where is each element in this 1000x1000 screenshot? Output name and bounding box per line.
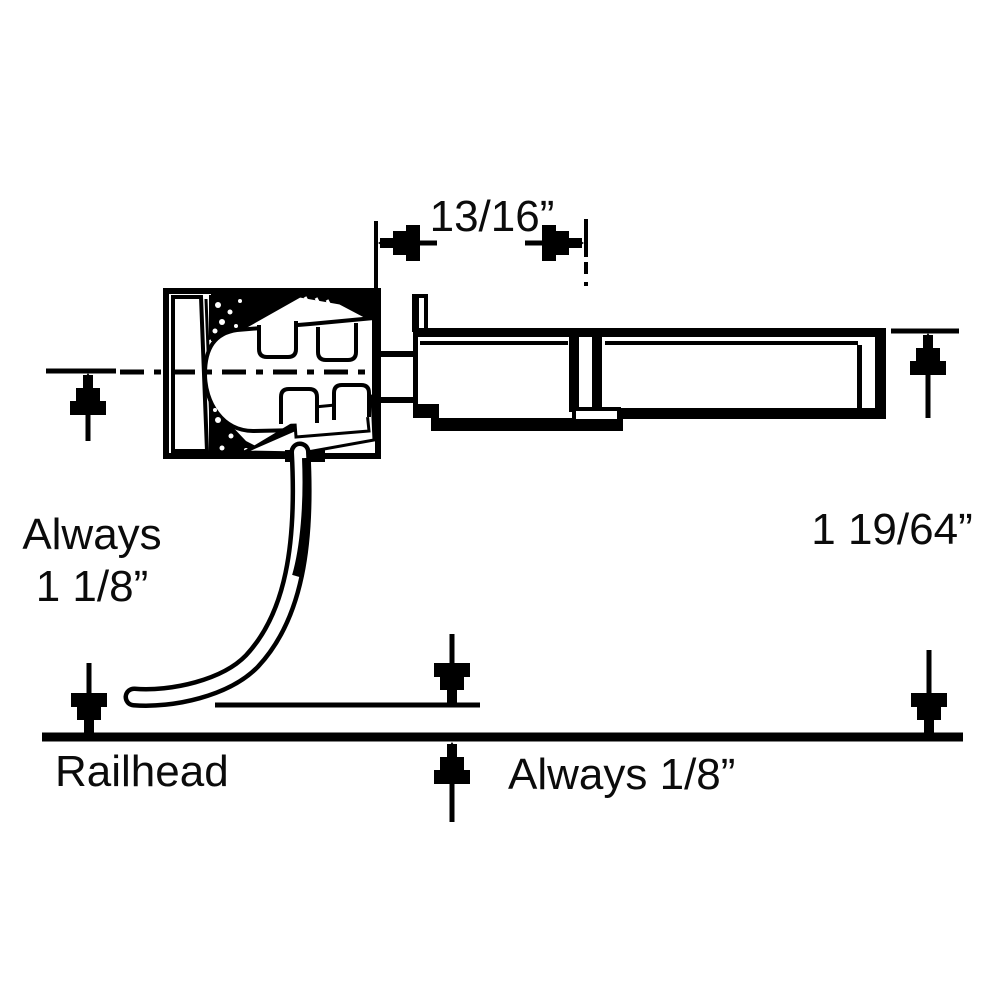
dimension-arrow-up-icon (434, 742, 470, 784)
top-dimension-label: 13/16” (430, 192, 555, 241)
dimension-arrow-up-icon (70, 373, 106, 415)
left-dimension-label-line2: 1 1/8” (36, 562, 149, 611)
dimension-arrow-up-icon (910, 333, 946, 375)
bottom-dimension-label: Always 1/8” (508, 750, 735, 799)
railhead-label: Railhead (55, 747, 229, 796)
right-dimension-label: 1 19/64” (811, 505, 972, 554)
dimension-bottom: Always 1/8” (434, 634, 735, 822)
cast-texture-upper (209, 295, 262, 340)
dimension-top: 13/16” (374, 192, 588, 290)
trip-pin (123, 441, 325, 708)
dimension-arrow-down-icon (911, 693, 947, 735)
dimension-arrow-down-icon (71, 693, 107, 735)
dimension-right: 1 19/64” (811, 328, 973, 735)
dimension-arrow-left-icon (378, 225, 420, 261)
left-dimension-label-line1: Always (22, 510, 161, 559)
draft-gear-box (376, 294, 886, 431)
cast-texture-lower (209, 402, 273, 455)
dimension-left: Always 1 1/8” (22, 368, 162, 735)
dimension-arrow-down-icon (434, 663, 470, 705)
divider-foot-plate (572, 407, 621, 423)
